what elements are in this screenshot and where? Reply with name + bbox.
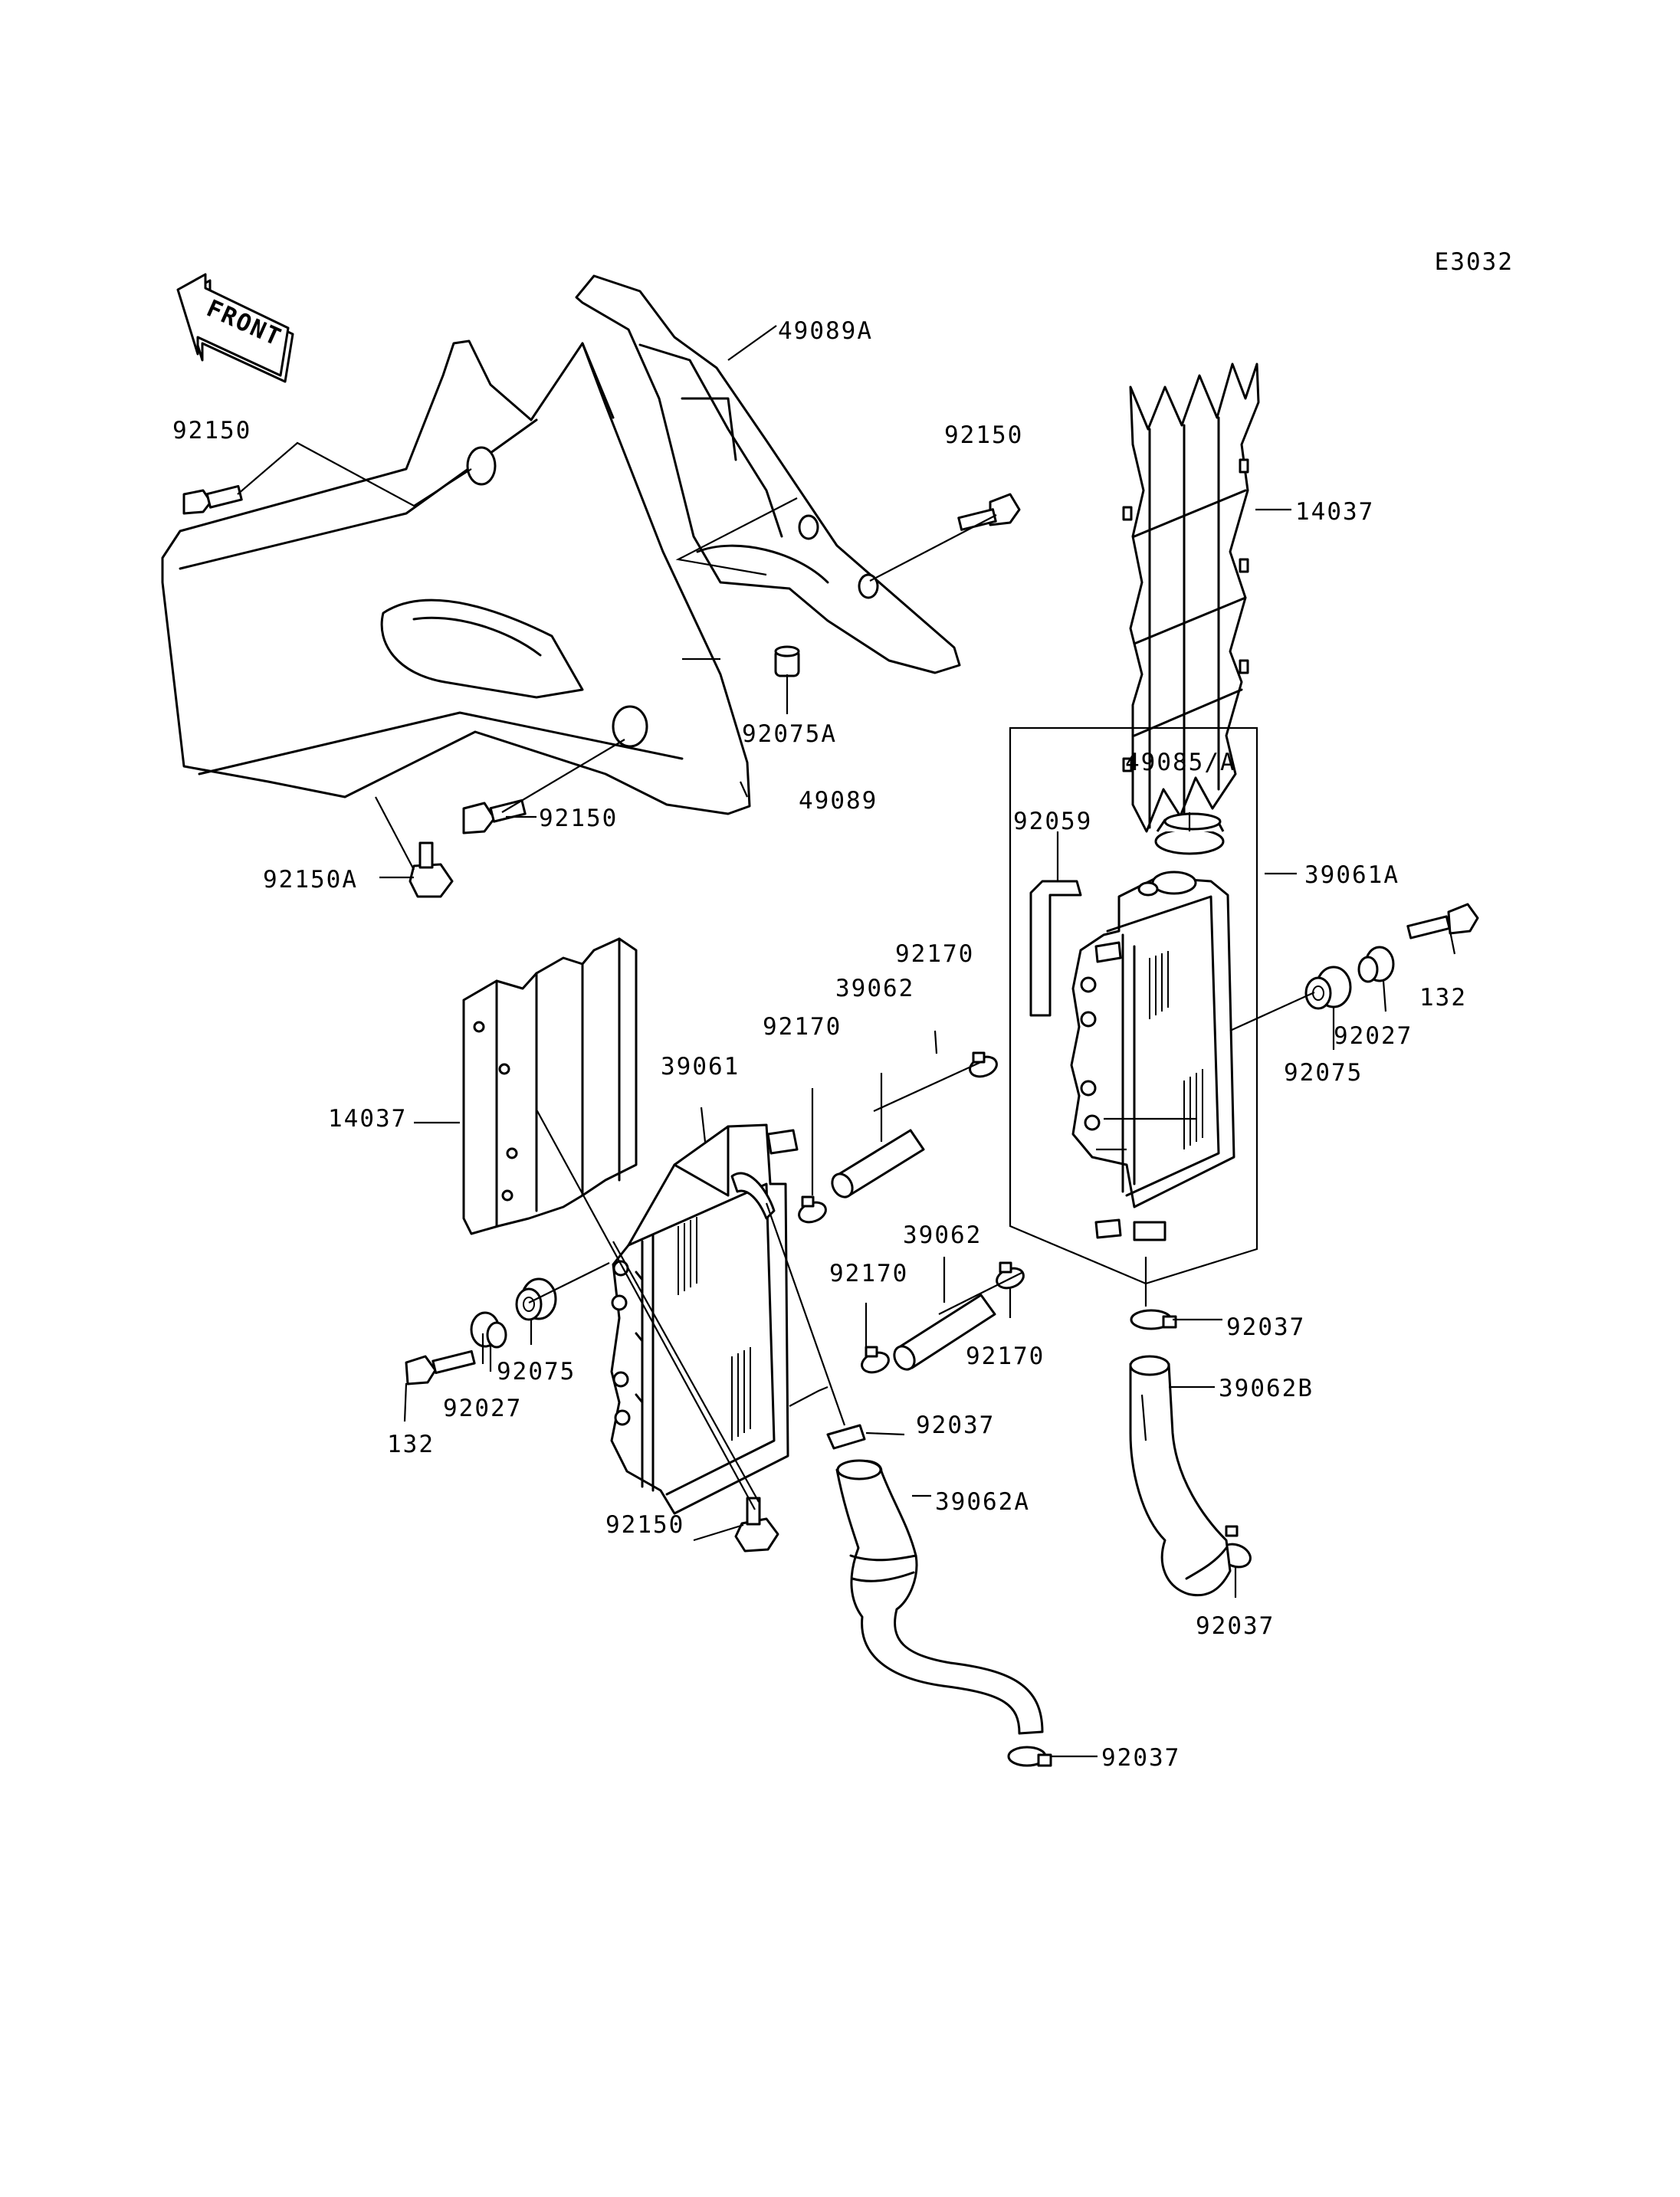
overflow-hose — [1029, 880, 1082, 1017]
hose-39062-lower — [893, 1294, 996, 1371]
label-132-left: 132 — [387, 1431, 435, 1458]
collar-92075A — [774, 645, 800, 677]
label-92150A: 92150A — [263, 866, 358, 894]
label-39062B: 39062B — [1219, 1375, 1314, 1402]
label-14037-left: 14037 — [328, 1105, 407, 1133]
washer-92027-left — [470, 1311, 507, 1349]
bolt-132-right — [1406, 903, 1479, 939]
hose-clamp-92037-bottom — [1007, 1746, 1052, 1767]
label-92170-d: 92170 — [966, 1343, 1045, 1370]
bolt-92150-top-right — [957, 493, 1021, 531]
label-14037-right: 14037 — [1295, 498, 1374, 526]
label-92170-c: 92170 — [829, 1260, 908, 1287]
part-labels: 49089A 92150 92150 14037 92075A 49089 92… — [172, 317, 1467, 1772]
hose-clamp-92037-right — [1130, 1309, 1177, 1330]
label-92170-a: 92170 — [895, 940, 974, 968]
label-92027-left: 92027 — [443, 1395, 522, 1422]
label-92075A: 92075A — [742, 720, 837, 748]
hose-39062B — [1129, 1355, 1232, 1597]
hose-39062A — [835, 1459, 1044, 1735]
bolt-92150A — [409, 841, 454, 898]
radiator-right — [1070, 871, 1235, 1241]
bolt-92150-bottom — [734, 1497, 779, 1553]
label-92059: 92059 — [1013, 808, 1092, 835]
hose-elbow-left — [730, 1172, 776, 1220]
hose-clamp-92170-d — [996, 1261, 1025, 1290]
label-39062-b: 39062 — [903, 1221, 982, 1249]
label-92037-mid: 92037 — [916, 1412, 995, 1439]
diagram-code: E3032 — [1435, 248, 1514, 276]
grommet-92075-left — [515, 1277, 557, 1321]
hose-clamp-92037-mid — [826, 1424, 866, 1450]
radiator-guard-left — [462, 937, 638, 1235]
label-49089: 49089 — [799, 787, 878, 815]
label-49089A: 49089A — [778, 317, 873, 345]
hose-39062-upper — [831, 1129, 925, 1199]
label-92027-right: 92027 — [1334, 1022, 1413, 1050]
label-92075-left-text: 92075 — [497, 1358, 576, 1385]
hose-clamp-92170-b — [798, 1195, 827, 1224]
washer-92027-right — [1357, 946, 1395, 983]
bolt-92150-top-left — [182, 484, 243, 515]
shroud-bracket — [575, 274, 961, 674]
bolt-92150-mid — [462, 798, 527, 835]
label-39062A: 39062A — [935, 1488, 1030, 1516]
bolt-132-left — [405, 1349, 476, 1385]
radiator-left — [610, 1123, 799, 1515]
radiator-shroud-left — [161, 339, 751, 815]
label-92075-right: 92075 — [1284, 1059, 1363, 1087]
label-132-right: 132 — [1419, 984, 1467, 1012]
label-92150-bottom-left: 92150 — [605, 1511, 684, 1539]
leader-lines — [237, 325, 1456, 1758]
hose-clamp-92170-a — [969, 1051, 998, 1078]
label-39061A: 39061A — [1304, 861, 1399, 889]
label-49085-A: 49085/A — [1125, 749, 1236, 776]
label-92150-mid-left: 92150 — [539, 805, 618, 832]
label-39062-a: 39062 — [835, 975, 914, 1002]
label-92150-top-right: 92150 — [944, 421, 1023, 449]
label-92170-b: 92170 — [763, 1013, 842, 1041]
label-92037-bottom: 92037 — [1101, 1744, 1180, 1772]
radiator-left-fins — [678, 1217, 751, 1441]
label-92037-right: 92037 — [1226, 1313, 1305, 1341]
label-92150-top-left: 92150 — [172, 417, 251, 444]
right-radiator-box — [1009, 726, 1258, 1285]
front-arrow-icon: FRONT — [176, 273, 294, 383]
hose-clamp-92170-c — [861, 1346, 890, 1374]
radiator-right-fins — [1149, 951, 1203, 1149]
grommet-92075-right — [1304, 966, 1352, 1010]
label-39061: 39061 — [661, 1053, 740, 1080]
label-92037-right-bottom: 92037 — [1196, 1612, 1275, 1640]
